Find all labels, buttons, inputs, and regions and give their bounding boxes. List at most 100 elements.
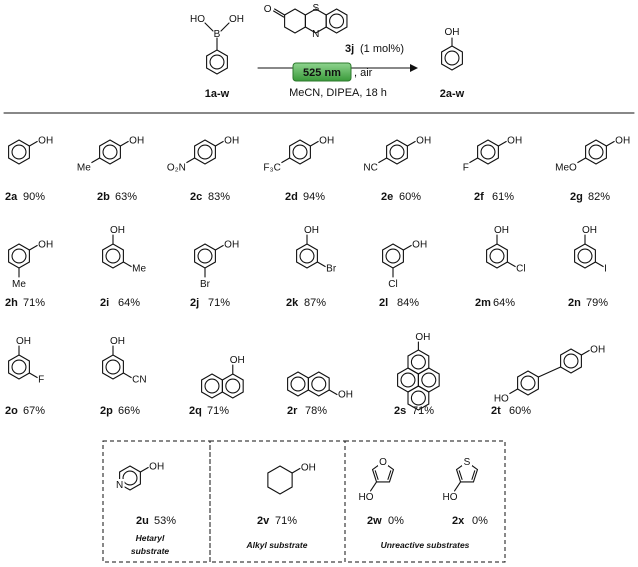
sulfur-atom: S: [312, 3, 319, 14]
substituent-label: Me: [77, 163, 91, 174]
substituent-label: Cl: [388, 279, 397, 290]
aromatic-circle: [480, 144, 496, 160]
substituent-label: CN: [132, 375, 146, 386]
substituent-label: Me: [12, 279, 26, 290]
aromatic-circle: [122, 470, 138, 486]
substituent-bond: [469, 157, 479, 164]
c-o-bond: [309, 140, 319, 147]
yield-value: 63%: [115, 191, 137, 203]
yield-value: 0%: [388, 515, 404, 527]
product-label: 2a-w: [440, 88, 465, 100]
substituent-label: Br: [200, 279, 211, 290]
hydroxyl-label: OH: [412, 240, 427, 251]
compound-id: 2c: [190, 191, 202, 203]
aromatic-circle: [290, 376, 306, 392]
aromatic-circle: [444, 50, 460, 66]
compound-id: 2u: [136, 515, 149, 527]
aromatic-circle: [102, 144, 118, 160]
aromatic-circle: [11, 144, 27, 160]
compound-id: 2e: [381, 191, 393, 203]
aromatic-circle: [588, 144, 604, 160]
compound-id: 2q: [189, 405, 202, 417]
c-o-bond: [273, 10, 285, 18]
atmosphere-label: , air: [354, 67, 373, 79]
double-bond: [471, 470, 476, 480]
aromatic-circle: [410, 390, 426, 406]
aromatic-circle: [209, 54, 225, 70]
aromatic-circle: [225, 378, 241, 394]
nitrogen-atom: N: [116, 480, 123, 491]
substituent-label: Me: [132, 264, 146, 275]
hydroxyl-label: HO: [190, 14, 205, 25]
substituent-bond: [28, 372, 38, 379]
light-badge: [292, 62, 352, 82]
compound-id: 2k: [286, 297, 299, 309]
c-o-bond: [406, 140, 416, 147]
compound-id: 2v: [257, 515, 270, 527]
naphthol-ring-b: [221, 373, 244, 399]
yield-value: 71%: [208, 297, 230, 309]
hydroxyl-label: OH: [494, 225, 509, 236]
compound-id: 2s: [394, 405, 406, 417]
naphthol-ring-b: [307, 371, 330, 397]
catalyst-loading: (1 mol%): [360, 43, 404, 55]
compound-id: 2m: [475, 297, 491, 309]
hydroxyl-label: OH: [110, 225, 125, 236]
substituent-label: F: [38, 375, 44, 386]
hydroxyl-label: OH: [129, 136, 144, 147]
c-o-bond: [453, 481, 462, 492]
hydroxyl-label: OH: [16, 336, 31, 347]
aromatic-circle: [563, 353, 579, 369]
dashed-box: [209, 440, 346, 563]
conditions-label: MeCN, DIPEA, 18 h: [289, 87, 387, 99]
substituent-bond: [91, 157, 101, 164]
dashed-box: [102, 440, 211, 563]
compound-id: 2g: [570, 191, 583, 203]
catalyst-label: 3j: [345, 43, 354, 55]
yield-value: 61%: [492, 191, 514, 203]
yield-value: 71%: [275, 515, 297, 527]
c-o-bond: [328, 389, 338, 396]
c-o-bond: [369, 481, 378, 492]
yield-value: 71%: [23, 297, 45, 309]
aromatic-circle: [197, 144, 213, 160]
compound-id: 2b: [97, 191, 110, 203]
compound-id: 2n: [568, 297, 581, 309]
heteroatom: S: [464, 457, 471, 468]
substituent-label: MeO: [555, 163, 577, 174]
c-o-bond: [605, 140, 615, 147]
aromatic-circle: [520, 375, 536, 391]
hydroxyl-label: OH: [304, 225, 319, 236]
catalyst-ring-a: [284, 8, 306, 34]
yield-value: 60%: [399, 191, 421, 203]
het-mask: [378, 456, 388, 466]
yield-value: 90%: [23, 191, 45, 203]
hydroxyl-label: OH: [615, 136, 630, 147]
yield-value: 71%: [207, 405, 229, 417]
substituent-bond: [577, 157, 587, 164]
substituent-bond: [122, 372, 132, 379]
hydroxyl-label: OH: [224, 136, 239, 147]
compound-id: 2t: [491, 405, 501, 417]
hydroxyl-label: OH: [149, 462, 164, 473]
het-mask: [462, 456, 472, 466]
double-bond: [387, 470, 392, 480]
reactant-label: 1a-w: [205, 88, 230, 100]
aromatic-circle: [389, 144, 405, 160]
aromatic-circle: [489, 248, 505, 264]
box-caption: Alkyl substrate: [246, 540, 308, 550]
c-o-bond: [274, 8, 286, 16]
hydroxyl-label: OH: [229, 14, 244, 25]
compound-id: 2h: [5, 297, 18, 309]
yield-value: 67%: [23, 405, 45, 417]
heteroatom: O: [379, 457, 387, 468]
compound-id: 2f: [474, 191, 484, 203]
compound-id: 2l: [379, 297, 388, 309]
aromatic-circle: [421, 372, 437, 388]
compound-id: 2p: [100, 405, 113, 417]
hydroxyl-label: OH: [590, 345, 605, 356]
hydroxyl-label: OH: [110, 336, 125, 347]
yield-value: 82%: [588, 191, 610, 203]
furan-ring: [371, 461, 395, 483]
